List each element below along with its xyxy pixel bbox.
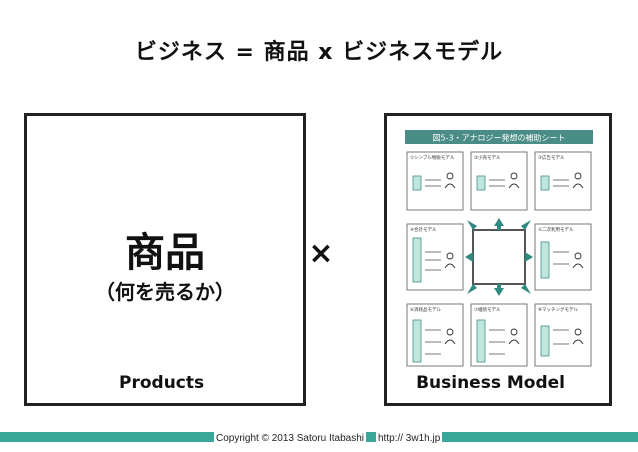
sheet-header-bar [405, 130, 593, 144]
sheet-cell-label: ⑥消耗品モデル [410, 306, 442, 313]
footer-url: http:// 3w1h.jp [376, 432, 443, 446]
sheet-cell-label: ③広告モデル [538, 154, 565, 161]
sheet-cell-label: ⑤二次利用モデル [538, 226, 574, 233]
analogy-sheet: 図5-3・アナロジー発想の補助シート ①シンプル物販モ [399, 126, 599, 374]
business-model-caption: Business Model [416, 373, 565, 393]
products-label: 商品 [125, 230, 205, 276]
sheet-cell-label: ④合計モデル [410, 226, 437, 233]
footer: Copyright © 2013 Satoru Itabashi http://… [0, 432, 638, 452]
products-caption: Products [119, 373, 205, 393]
analogy-sheet-figure: 図5-3・アナロジー発想の補助シート ①シンプル物販モ [405, 130, 593, 367]
products-box: 商品 （何を売るか） Products [24, 113, 306, 406]
slide-title: ビジネス = 商品 x ビジネスモデル [134, 40, 504, 65]
sheet-center-box [472, 229, 526, 285]
sheet-header-text: 図5-3・アナロジー発想の補助シート [433, 133, 566, 143]
sheet-cell-label: ②小売モデル [474, 154, 501, 161]
sheet-cell-label: ⑧マッチングモデル [538, 306, 579, 313]
sheet-arrows [465, 218, 533, 296]
sheet-cell-label: ①シンプル物販モデル [410, 154, 455, 161]
sheet-cell [406, 303, 592, 367]
sheet-cell [406, 223, 592, 291]
multiply-operator: × [308, 236, 334, 271]
footer-copyright: Copyright © 2013 Satoru Itabashi [214, 432, 367, 446]
sheet-cell-label: ⑦継続モデル [474, 306, 501, 313]
products-sublabel: （何を売るか） [95, 280, 235, 304]
business-model-box: 図5-3・アナロジー発想の補助シート ①シンプル物販モ [384, 113, 612, 406]
